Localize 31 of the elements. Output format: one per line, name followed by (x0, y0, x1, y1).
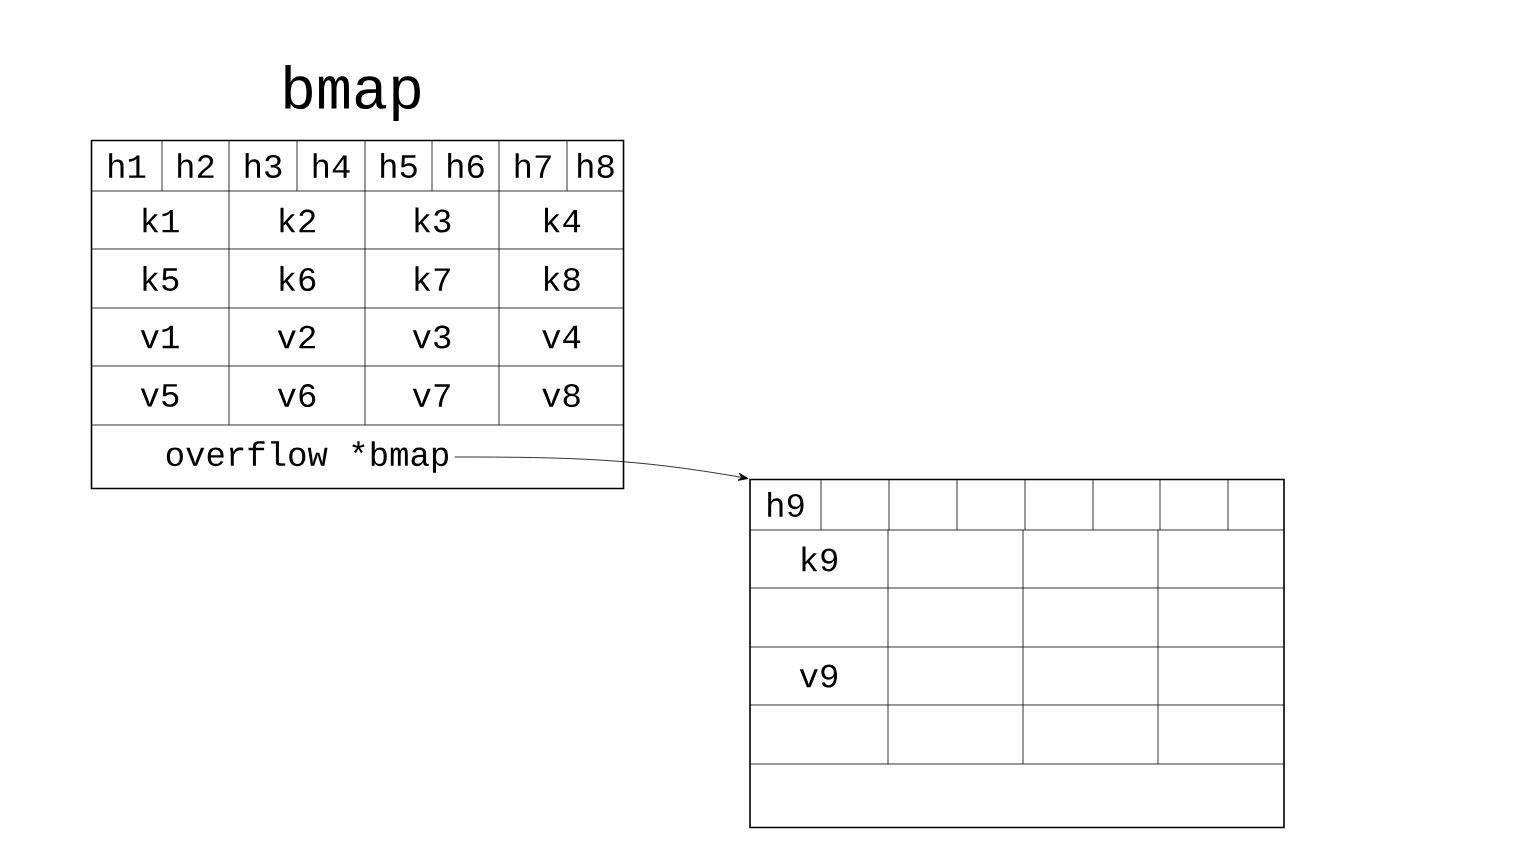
cell-text: v7 (412, 384, 450, 407)
cell-text: k1 (143, 207, 179, 233)
cell-text: h3 (245, 153, 282, 178)
cell-text: v4 (542, 325, 581, 349)
cell-text: overflow *bmap (166, 441, 448, 473)
cell-text: h6 (448, 153, 484, 178)
cell-text: h4 (313, 153, 350, 178)
cell-text: h1 (109, 153, 146, 178)
cell-text: v8 (542, 383, 580, 408)
cell-text: k4 (545, 207, 581, 233)
cell-text: v5 (140, 384, 179, 407)
cell-text: h8 (578, 153, 614, 178)
cell-text: h9 (768, 492, 804, 517)
cell-text: k9 (802, 546, 838, 572)
cell-text: v2 (277, 325, 315, 349)
cell-text: k2 (280, 207, 315, 233)
table (749, 478, 1285, 829)
cell-text: k7 (415, 266, 450, 291)
cell-text: v1 (140, 325, 179, 349)
cell-text: k3 (415, 207, 451, 233)
node-label: bmap (285, 65, 420, 121)
arrow (454, 456, 749, 481)
cell-text: h5 (381, 153, 417, 178)
cell-text: k8 (545, 266, 580, 291)
cell-text: h2 (178, 153, 214, 178)
cell-text: v3 (412, 325, 451, 349)
cell-text: h7 (515, 153, 551, 178)
cell-text: k6 (280, 266, 316, 291)
cell-text: v6 (277, 383, 316, 408)
cell-text: v9 (799, 664, 838, 688)
cell-text: k5 (143, 266, 179, 291)
